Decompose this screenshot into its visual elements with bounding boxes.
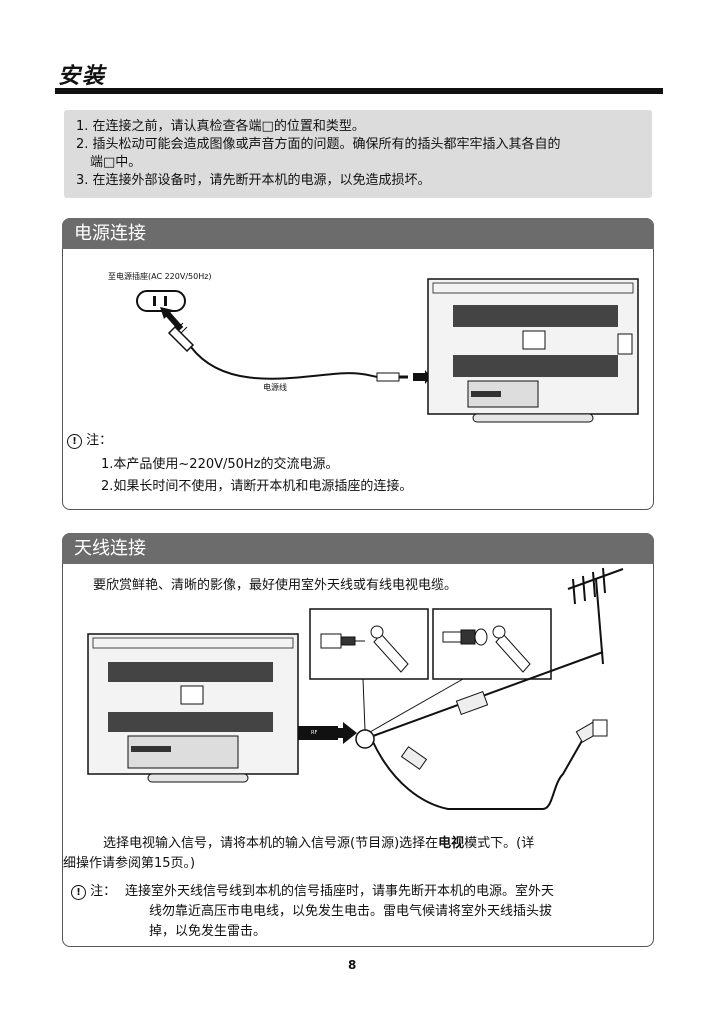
tv-back-panel-icon	[87, 633, 338, 783]
coax-plug-icon	[455, 690, 489, 716]
page-number: 8	[348, 958, 357, 972]
notice-item: 2. 插头松动可能会造成图像或声音方面的问题。确保所有的插头都牢牢插入其各自的	[76, 137, 561, 152]
arrow-icon	[318, 722, 357, 744]
power-note-title: ! 注：	[67, 431, 112, 451]
power-plug-icon	[160, 307, 195, 353]
notice-box: 1. 在连接之前，请认真检查各端□的位置和类型。 2. 插头松动可能会造成图像或…	[64, 110, 652, 198]
select-input-text: 选择电视输入信号，请将本机的输入信号源(节目源)选择在电视模式下。(详	[103, 836, 535, 851]
notice-item: 1. 在连接之前，请认真检查各端□的位置和类型。	[76, 119, 365, 134]
wall-socket-icon	[592, 719, 608, 737]
select-input-text-2: 细操作请参阅第15页。)	[63, 856, 196, 871]
notice-item: 端□中。	[90, 155, 142, 170]
cable-tv-line	[372, 738, 584, 810]
outdoor-antenna-icon	[567, 567, 624, 665]
coax-plug-icon	[400, 746, 428, 770]
antenna-connection-diagram	[87, 567, 624, 810]
warning-icon: !	[67, 434, 82, 449]
antenna-section-heading: 天线连接	[62, 533, 654, 564]
tv-back-panel-icon	[427, 278, 639, 423]
antenna-note-line: 线勿靠近高压市电电线，以免发生电击。雷电气候请将室外天线插头拔	[149, 904, 553, 919]
power-section-heading: 电源连接	[62, 218, 654, 249]
title-rule	[55, 88, 663, 94]
antenna-note-line: 掉，以免发生雷击。	[149, 924, 267, 939]
notice-item: 3. 在连接外部设备时，请先断开本机的电源，以免造成损坏。	[76, 173, 431, 188]
rf-jack-icon	[355, 729, 375, 749]
antenna-note-line: 连接室外天线信号线到本机的信号插座时，请事先断开本机的电源。室外天	[125, 884, 555, 899]
power-note-2: 2.如果长时间不使用，请断开本机和电源插座的连接。	[101, 479, 413, 494]
antenna-note-title: ! 注：	[71, 882, 116, 902]
page-title: 安装	[58, 63, 107, 89]
outlet-label: 至电源插座(AC 220V/50Hz)	[108, 272, 212, 281]
antenna-intro: 要欣赏鲜艳、清晰的影像，最好使用室外天线或有线电视电缆。	[93, 578, 458, 593]
power-section: 电源连接 至电源插座(AC 220V/50Hz) 电源线	[62, 218, 654, 510]
antenna-cable	[372, 651, 604, 737]
power-note-1: 1.本产品使用~220V/50Hz的交流电源。	[101, 457, 339, 472]
power-cord-label: 电源线	[263, 383, 287, 392]
coax-connector-icon	[320, 625, 409, 673]
warning-icon: !	[71, 885, 86, 900]
flat-cable-adapter-icon	[442, 625, 531, 673]
antenna-section: 天线连接 要欣赏鲜艳、清晰的影像，最好使用室外天线或有线电视电缆。	[62, 533, 654, 947]
power-cord-line	[190, 346, 379, 380]
flat-cable-callout	[432, 608, 552, 680]
rf-label: RF	[311, 730, 318, 736]
power-connection-diagram	[136, 278, 639, 423]
cord-connector-icon	[376, 372, 400, 382]
wall-outlet-icon	[136, 290, 186, 312]
